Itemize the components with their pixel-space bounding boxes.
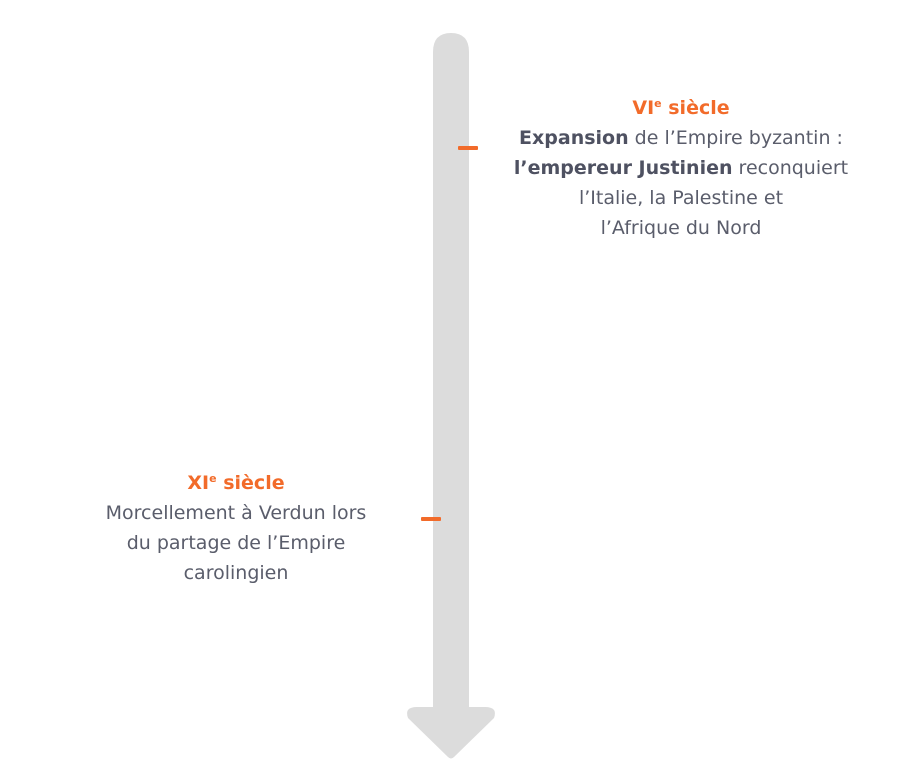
timeline-tick-vi xyxy=(458,146,478,150)
event-description-line: l’Italie, la Palestine et xyxy=(578,187,784,209)
timeline-arrow-shaft xyxy=(433,33,469,707)
timeline-event-xi: XIe siècle Morcellement à Verdun lors du… xyxy=(60,468,412,588)
event-description-line: Morcellement à Verdun lors xyxy=(105,502,367,524)
event-description-line: Expansion de l’Empire byzantin : xyxy=(519,127,843,149)
timeline-tick-xi xyxy=(421,517,441,521)
event-description-line: l’empereur Justinien reconquiert xyxy=(513,157,849,179)
event-description-line: l’Afrique du Nord xyxy=(600,217,762,239)
event-description-line: du partage de l’Empire xyxy=(126,532,346,554)
event-century: XIe siècle xyxy=(187,472,285,494)
event-century: VIe siècle xyxy=(632,97,730,119)
timeline-event-vi: VIe siècle Expansion de l’Empire byzanti… xyxy=(490,93,872,243)
event-description-line: carolingien xyxy=(183,562,289,584)
timeline-arrow-head xyxy=(407,707,495,759)
